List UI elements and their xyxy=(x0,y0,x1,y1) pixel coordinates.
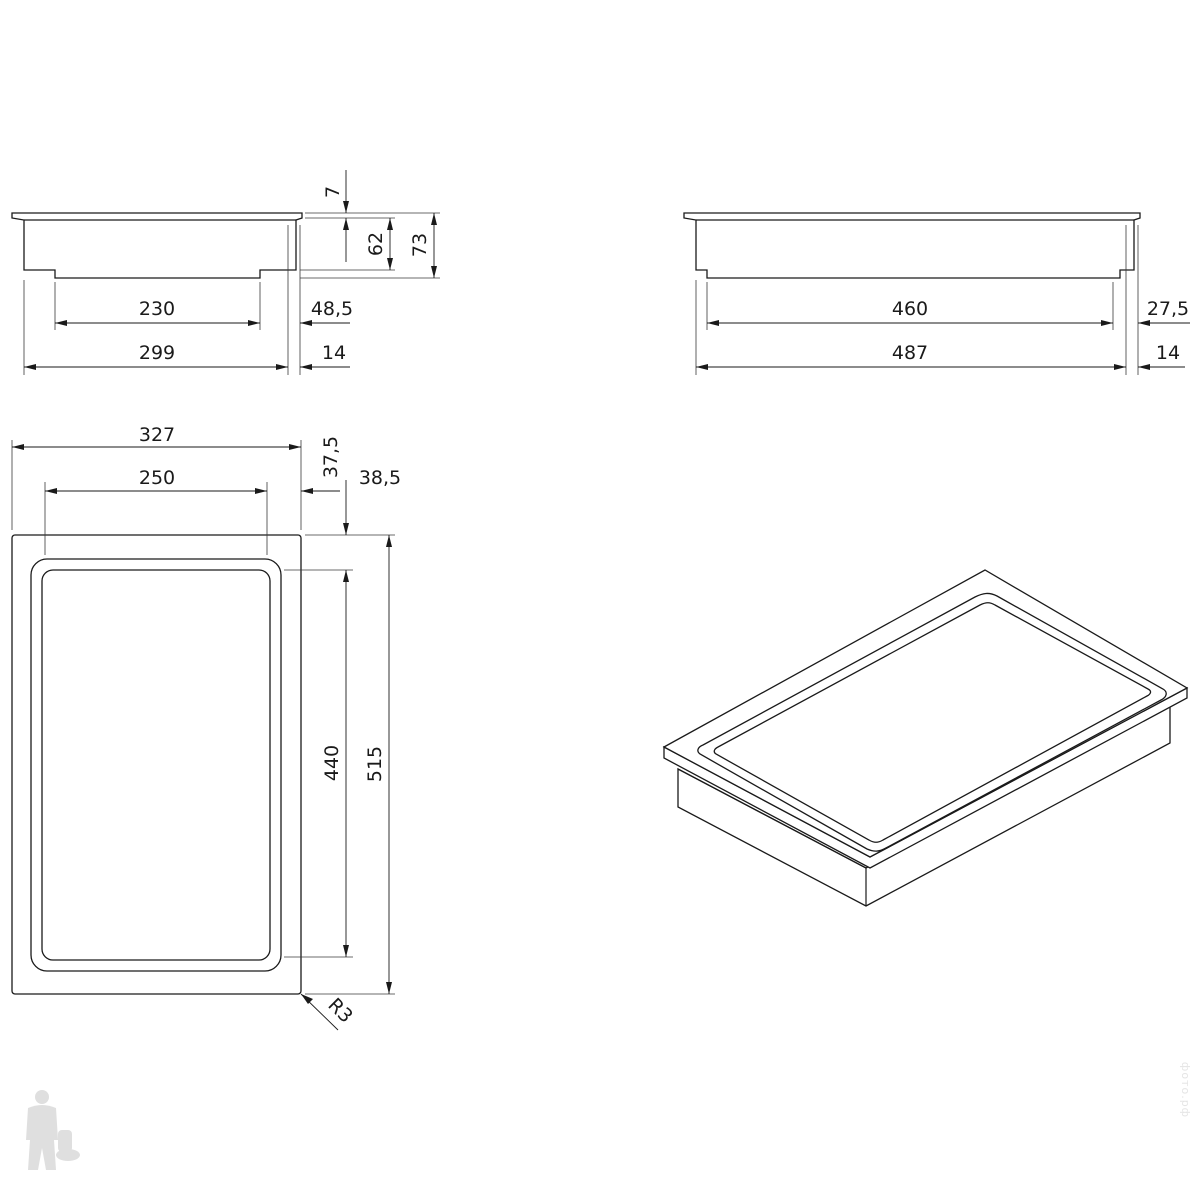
dim-top-total-width: 327 xyxy=(139,424,175,446)
dim-top-offset-y: 37,5 xyxy=(320,436,342,478)
dim-top-inner-width: 250 xyxy=(139,467,175,489)
dim-front-body-height: 62 xyxy=(365,232,387,256)
watermark-text: фото.рф xyxy=(1179,1062,1192,1118)
dim-side-total-width: 487 xyxy=(892,342,928,364)
dim-front-bottom-width: 230 xyxy=(139,298,175,320)
dim-side-bottom-width: 460 xyxy=(892,298,928,320)
top-view: 327 250 38,5 37,5 440 515 R3 xyxy=(11,424,401,1031)
dim-front-flange: 14 xyxy=(322,342,346,364)
isometric-view xyxy=(662,569,1189,907)
dim-corner-radius: R3 xyxy=(324,994,357,1027)
dim-front-top-step: 7 xyxy=(322,186,344,198)
plumber-mascot-icon xyxy=(26,1090,80,1170)
dim-top-inner-height: 440 xyxy=(321,745,343,781)
dim-front-bottom-offset: 48,5 xyxy=(311,298,353,320)
dim-front-total-height: 73 xyxy=(409,233,431,257)
side-view: 460 27,5 487 14 xyxy=(683,212,1190,375)
dim-front-total-width: 299 xyxy=(139,342,175,364)
dim-side-flange: 14 xyxy=(1156,342,1180,364)
dim-top-offset-x: 38,5 xyxy=(359,467,401,489)
watermark: фото.рф xyxy=(26,1062,1192,1170)
front-view: 230 48,5 299 14 7 62 73 xyxy=(11,170,440,375)
dim-side-bottom-offset: 27,5 xyxy=(1147,298,1189,320)
dim-top-total-height: 515 xyxy=(364,746,386,782)
